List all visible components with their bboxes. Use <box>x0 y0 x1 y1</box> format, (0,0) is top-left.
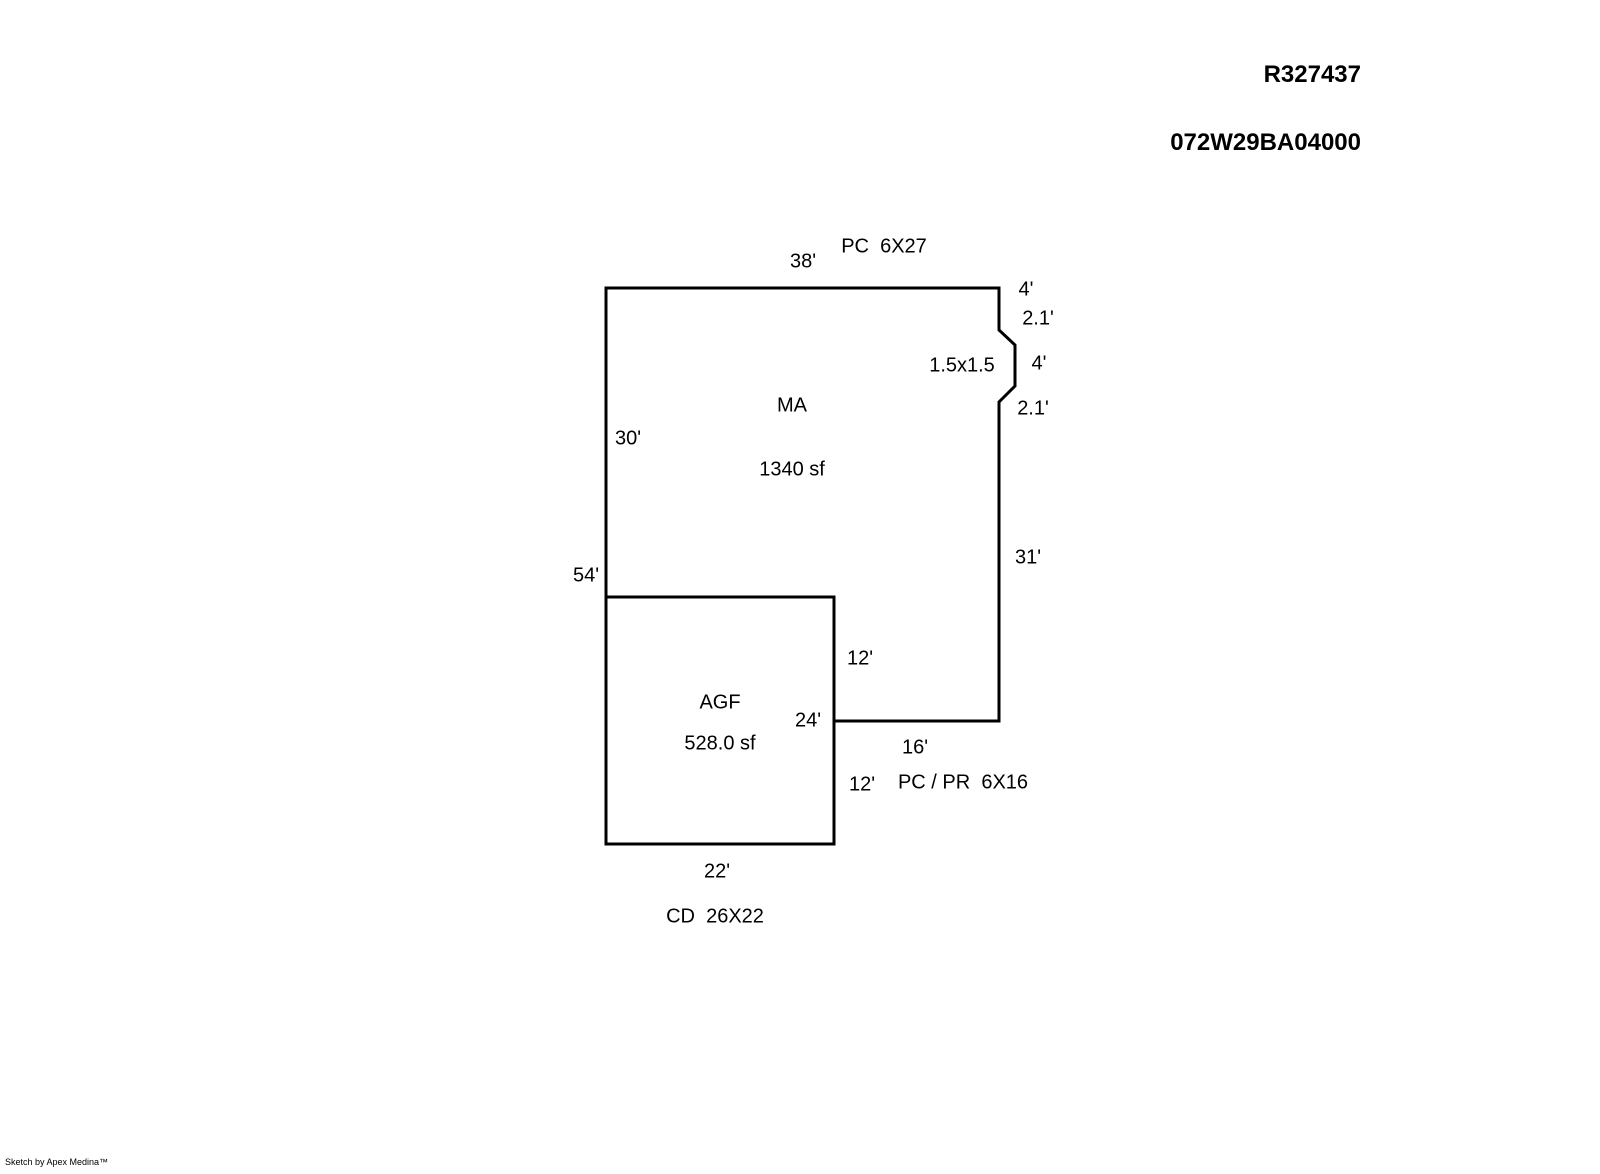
dim-agf-right: 24' <box>794 709 822 732</box>
agf-area: 528.0 sf <box>684 732 756 755</box>
dim-notch-lower: 2.1' <box>1017 397 1049 420</box>
dim-right: 31' <box>1014 546 1042 569</box>
dim-ma-left: 30' <box>614 427 642 450</box>
dim-agf-right-upper: 12' <box>846 647 874 670</box>
dim-right-top: 4' <box>1018 278 1034 301</box>
dim-agf-right-lower: 12' <box>848 773 876 796</box>
ma-area: 1340 sf <box>759 458 825 481</box>
ma-code: MA <box>777 394 807 417</box>
agf-outline <box>604 595 836 846</box>
account-number: R327437 <box>1263 61 1361 88</box>
feature-bottom: CD 26X22 <box>666 905 764 928</box>
dim-notch-side: 4' <box>1031 352 1047 375</box>
ma-outline <box>604 286 1017 723</box>
map-tax-lot: 072W29BA04000 <box>1170 129 1361 156</box>
dim-inner-bottom: 16' <box>901 736 929 759</box>
feature-right: PC / PR 6X16 <box>897 771 1029 794</box>
feature-top: PC 6X27 <box>841 235 927 258</box>
dim-notch-upper: 2.1' <box>1022 307 1054 330</box>
dim-left-total: 54' <box>572 564 600 587</box>
dim-agf-bottom: 22' <box>703 860 731 883</box>
agf-code: AGF <box>699 691 741 714</box>
footer-credit: Sketch by Apex Medina™ <box>5 1157 109 1167</box>
dim-top: 38' <box>789 250 817 273</box>
dim-notch-size: 1.5x1.5 <box>929 354 995 377</box>
